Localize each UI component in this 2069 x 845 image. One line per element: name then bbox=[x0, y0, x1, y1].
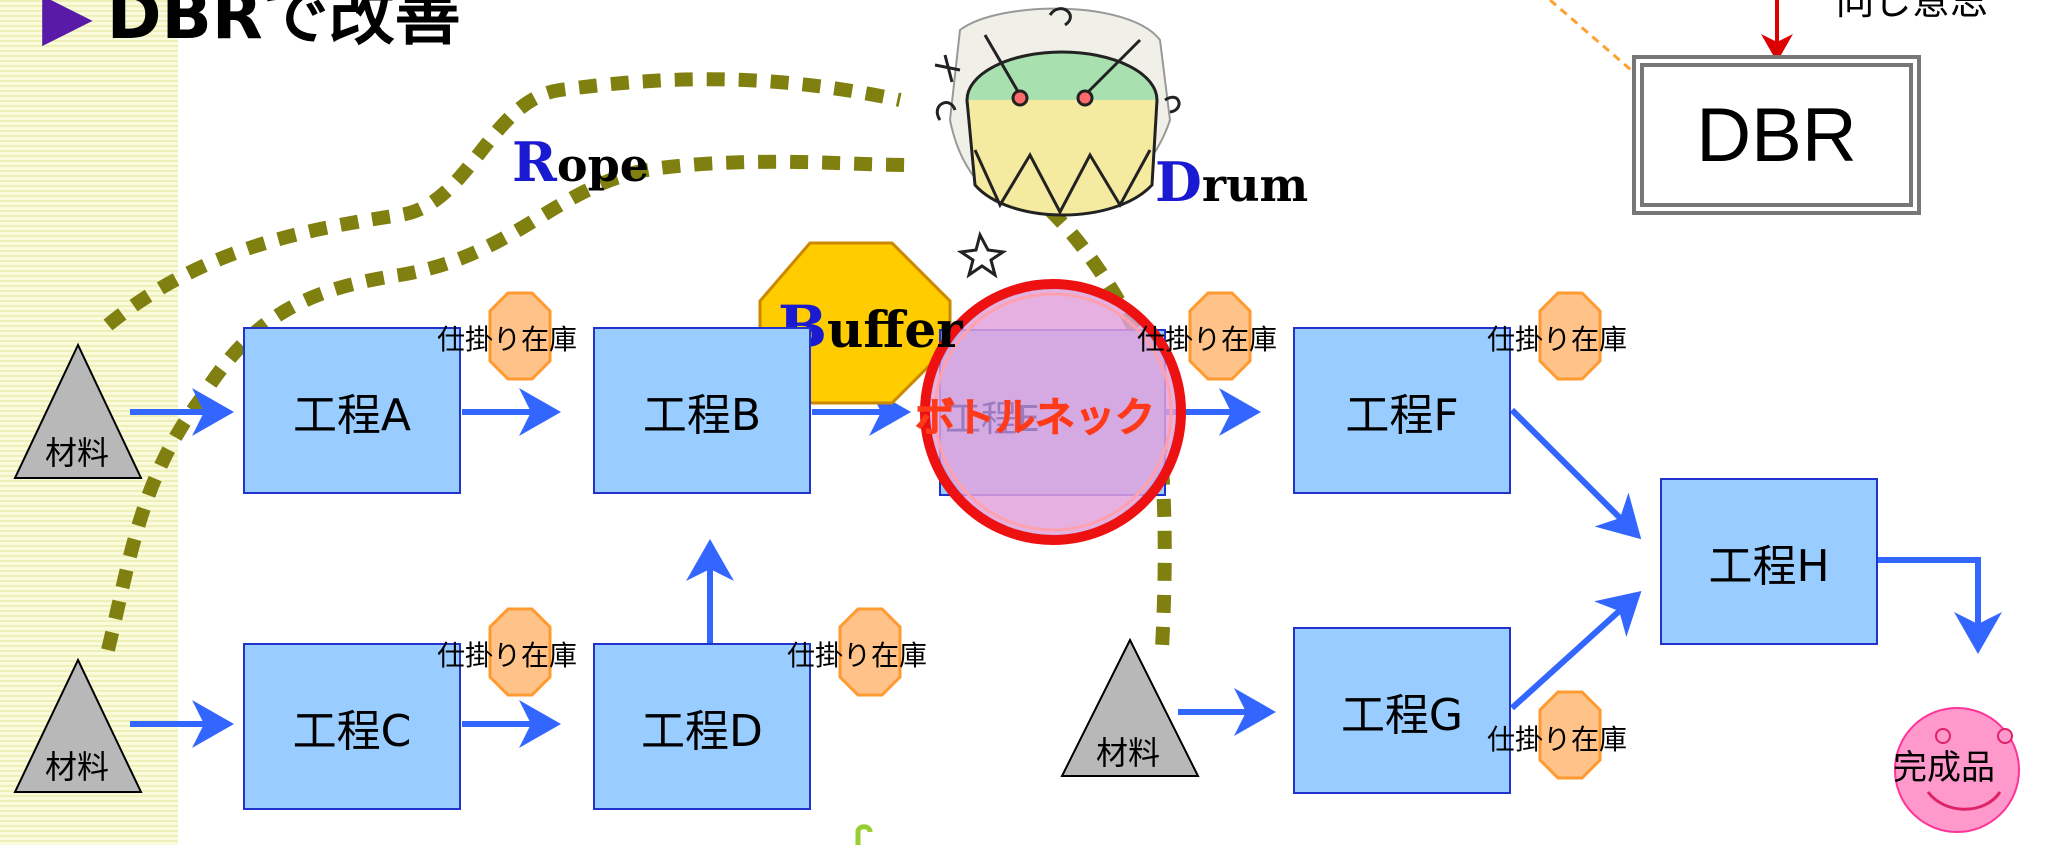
wip-label-g: 仕掛り在庫 bbox=[1487, 723, 1628, 756]
material-label-3: 材料 bbox=[1096, 734, 1161, 772]
flow-arrows bbox=[130, 388, 2002, 748]
bottleneck-ring-inner bbox=[933, 292, 1173, 532]
smiley-icon bbox=[1894, 707, 2020, 833]
bottleneck-ring bbox=[920, 279, 1186, 545]
drum-label: Drum bbox=[1155, 150, 1308, 214]
dbr-pointer-line bbox=[1549, 0, 1661, 97]
process-box-a: 工程A bbox=[243, 327, 461, 494]
rope-label-cap: R bbox=[512, 130, 557, 194]
material-triangle-3 bbox=[1060, 637, 1200, 777]
top-right-note: 同じ意思 bbox=[1836, 0, 1989, 23]
wip-label-d: 仕掛り在庫 bbox=[787, 639, 928, 672]
slide-title: ▶DBRで改善 bbox=[42, 0, 461, 58]
wip-octagon-g bbox=[1538, 690, 1602, 780]
arrow-f-to-h bbox=[1509, 407, 1642, 540]
rope-label-rest: ope bbox=[556, 138, 650, 192]
wip-octagons bbox=[488, 291, 1602, 780]
wip-octagon-a bbox=[488, 291, 552, 381]
wip-octagon-f bbox=[1538, 291, 1602, 381]
arrow-h-to-product bbox=[1877, 557, 2002, 654]
wip-label-f: 仕掛り在庫 bbox=[1487, 323, 1628, 356]
process-box-b: 工程B bbox=[593, 327, 811, 494]
process-box-d: 工程D bbox=[593, 643, 811, 810]
wip-label-e: 仕掛り在庫 bbox=[1137, 323, 1278, 356]
dbr-box: DBR bbox=[1632, 55, 1921, 215]
material-label-2: 材料 bbox=[45, 748, 110, 786]
title-bullet-icon: ▶ bbox=[42, 0, 93, 54]
wip-label-c: 仕掛り在庫 bbox=[437, 639, 578, 672]
title-text: DBRで改善 bbox=[106, 0, 461, 54]
drum-label-cap: D bbox=[1155, 150, 1202, 214]
process-box-g: 工程G bbox=[1293, 627, 1511, 794]
bottleneck-label: ボトルネック bbox=[915, 395, 1156, 442]
wip-label-a: 仕掛り在庫 bbox=[437, 323, 578, 356]
drum-label-rest: rum bbox=[1201, 158, 1309, 212]
rope-label: Rope bbox=[512, 130, 649, 194]
wip-octagon-e bbox=[1188, 291, 1252, 381]
arrow-g-to-h bbox=[1509, 590, 1642, 711]
buffer-label-rest: uffer bbox=[827, 300, 963, 359]
drum-clipart-icon bbox=[934, 7, 1181, 279]
material-triangle-2 bbox=[13, 657, 143, 793]
material-triangle-1 bbox=[13, 342, 143, 479]
bottleneck-process-label: 工程E bbox=[945, 399, 1040, 440]
bottleneck-ring-tint bbox=[931, 290, 1175, 534]
wip-octagon-d bbox=[838, 607, 902, 697]
green-mark bbox=[855, 824, 873, 845]
process-box-h: 工程H bbox=[1660, 478, 1878, 645]
process-box-f: 工程F bbox=[1293, 327, 1511, 494]
product-label: 完成品 bbox=[1893, 748, 1995, 788]
material-label-1: 材料 bbox=[45, 434, 110, 472]
wip-octagon-c bbox=[488, 607, 552, 697]
process-box-c: 工程C bbox=[243, 643, 461, 810]
